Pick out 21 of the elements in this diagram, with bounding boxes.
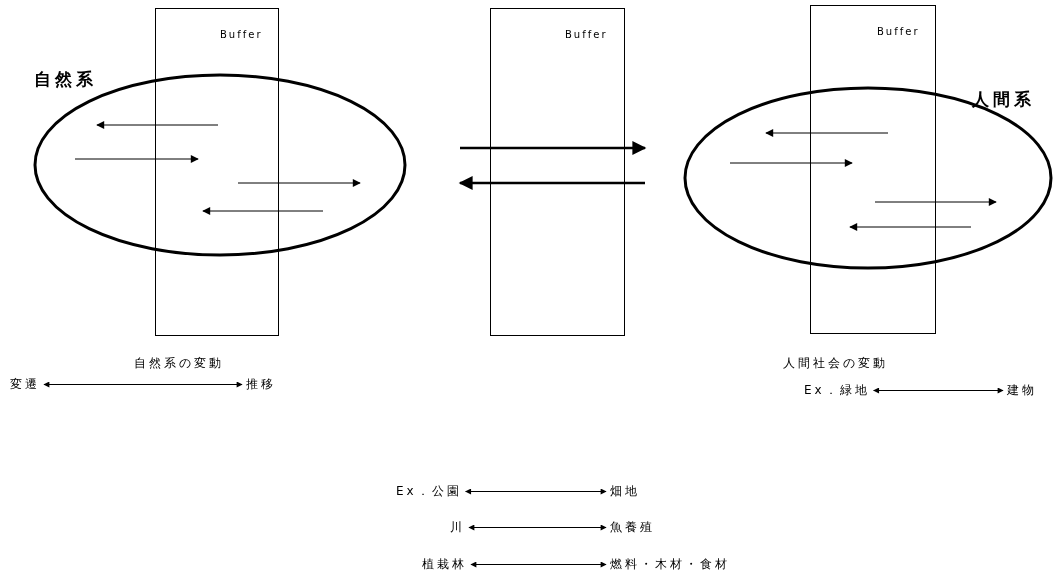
arrow: [470, 561, 607, 568]
term-text: Ex．公園: [392, 481, 466, 502]
caption-text: 自然系の変動: [134, 355, 224, 372]
term-text: 魚養殖: [606, 517, 659, 538]
buffer-box: [155, 8, 279, 336]
arrow: [43, 381, 243, 388]
arrow: [465, 488, 607, 495]
arrow: [873, 387, 1004, 394]
system-heading: 自然系: [34, 68, 97, 91]
caption-text: 人間社会の変動: [783, 355, 888, 372]
term-text: 建物: [1003, 380, 1041, 401]
term-text: 変遷: [6, 374, 44, 395]
arrow: [468, 524, 607, 531]
term-text: 推移: [242, 374, 280, 395]
buffer-box: [810, 5, 936, 334]
term-text: Ex．緑地: [800, 380, 874, 401]
term-text: 燃料・木材・食材: [606, 554, 734, 575]
term-text: 川: [446, 517, 469, 538]
buffer-box: [490, 8, 625, 336]
term-text: 畑地: [606, 481, 644, 502]
term-text: 植栽林: [418, 554, 471, 575]
